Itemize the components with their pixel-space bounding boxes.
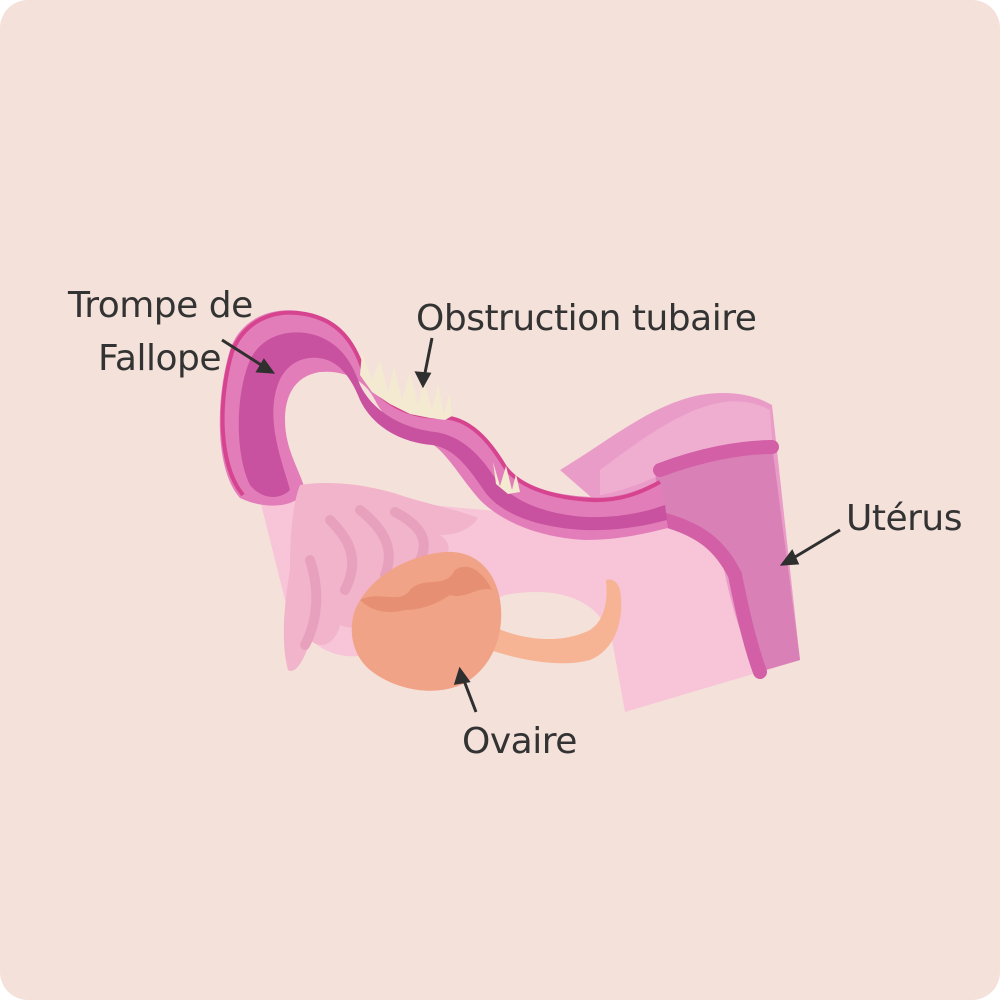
uterus-wall-highlight [600,401,772,495]
fimbriae [283,483,478,671]
arrow-fallopian-head [255,358,276,374]
tubal-blockage [360,352,520,494]
blockage-fibers [360,352,452,420]
arrow-ovary-head [453,666,471,685]
tube-lumen [238,332,667,531]
label-uterus: Utérus [846,498,962,539]
uterus-cavity-edge [653,440,779,679]
arrow-uterus-head [779,549,800,566]
blockage-fibers-2 [493,462,520,494]
arrows [221,337,841,713]
labels: Trompe de Fallope Obstruction tubaire Ut… [67,285,963,762]
label-fallopian-line2: Fallope [98,338,221,379]
ovarian-ligament [490,579,622,664]
arrow-blockage-head [414,371,432,389]
fimbriae-folds [300,505,429,650]
label-fallopian-line1: Trompe de [67,285,253,326]
ovary-shading [360,566,492,612]
label-ovary: Ovaire [462,721,577,762]
ovary [351,551,622,691]
arrow-fallopian [221,338,267,370]
label-blockage: Obstruction tubaire [416,298,756,339]
arrow-ovary [461,677,478,713]
tube-outer [219,310,668,540]
arrow-uterus [789,528,841,562]
arrow-blockage [422,337,434,379]
